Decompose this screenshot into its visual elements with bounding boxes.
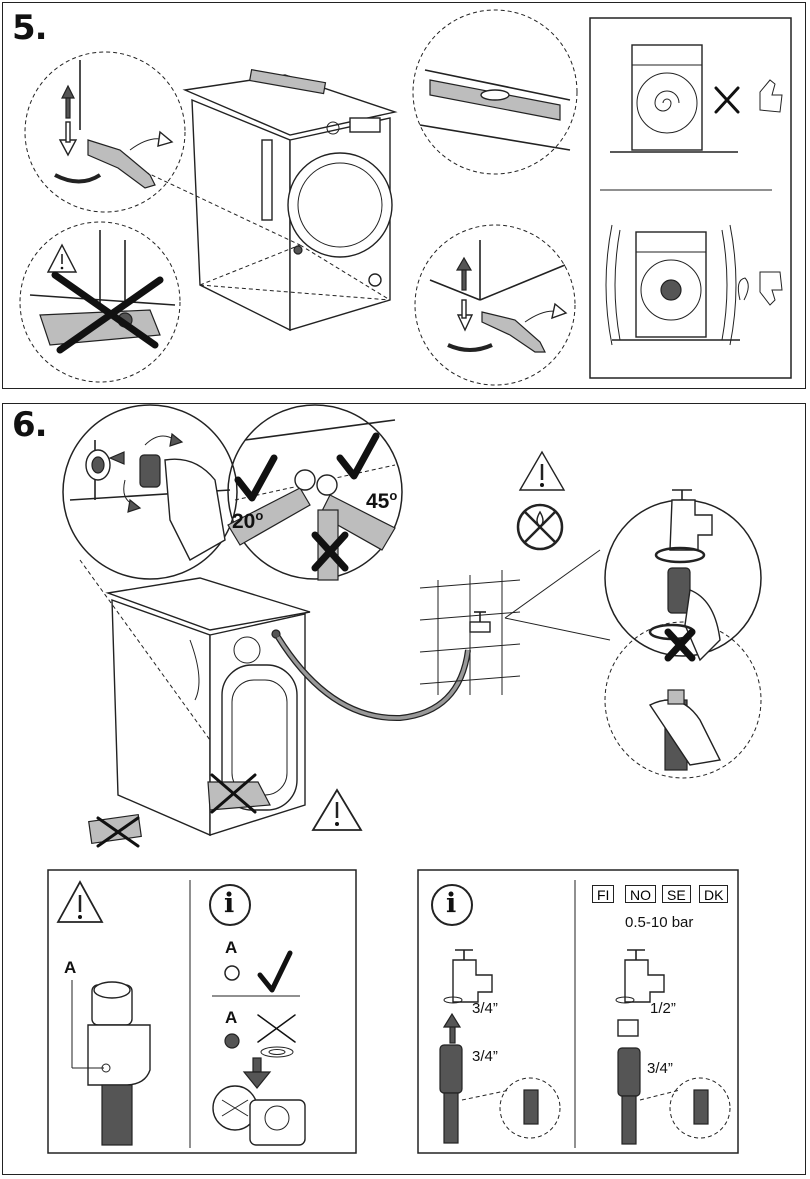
degree-mark-45: o <box>389 488 398 503</box>
marker-a-label-ok: A <box>225 938 238 957</box>
leveling-foot-detail <box>24 51 186 213</box>
tap-thread-left: 3/4” <box>472 1000 498 1017</box>
country-no: NO <box>625 885 656 903</box>
degree-mark-20: o <box>255 508 264 523</box>
country-fi: FI <box>592 885 615 903</box>
thread-sizes-box <box>417 869 739 1154</box>
info-icon-left: i <box>224 888 235 919</box>
hose-angle-detail <box>227 404 403 581</box>
marker-a-label-hose: A <box>64 958 77 977</box>
tap-thread-right: 1/2” <box>650 1000 676 1017</box>
step-6-number: 6. <box>12 405 48 445</box>
step-5-number: 5. <box>12 8 48 48</box>
hose-connection-detail <box>62 404 238 580</box>
step-6-panel <box>2 403 806 1175</box>
marker-a-label-fault: A <box>225 1008 238 1027</box>
warning-no-drip <box>516 450 566 551</box>
angle-45-label: 45o <box>366 488 397 514</box>
country-se: SE <box>662 885 691 903</box>
warning-triangle-drain <box>311 788 363 831</box>
hose-thread-left: 3/4” <box>472 1048 498 1065</box>
spirit-level-detail <box>412 9 578 175</box>
hose-indicator-box <box>47 869 357 1154</box>
vibration-comparison <box>589 17 792 379</box>
country-dk: DK <box>699 885 729 903</box>
angle-20-value: 20 <box>232 510 256 533</box>
info-icon-right: i <box>446 888 457 919</box>
water-pressure-range: 0.5-10 bar <box>625 914 694 931</box>
unstable-base-detail <box>19 221 181 383</box>
washing-machine-step5 <box>119 68 398 332</box>
adjust-foot-detail <box>414 224 576 386</box>
angle-20-label: 20o <box>232 508 263 534</box>
wall-tap <box>419 549 611 695</box>
washing-machine-rear <box>79 559 311 848</box>
hose-thread-right: 3/4” <box>647 1060 673 1077</box>
angle-45-value: 45 <box>366 490 390 513</box>
tap-connection-detail <box>604 489 762 779</box>
